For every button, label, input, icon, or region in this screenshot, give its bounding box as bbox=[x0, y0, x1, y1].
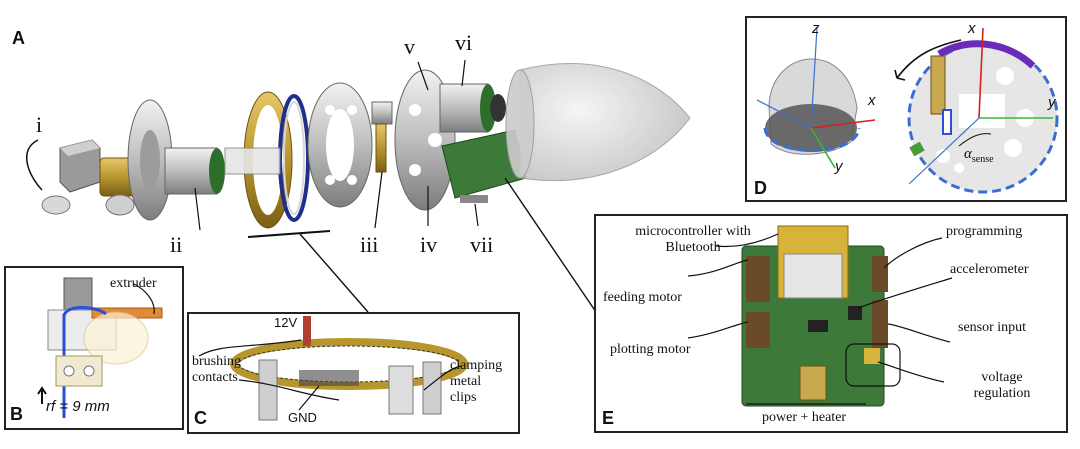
panel-c-clamping-label: clamping metal clips bbox=[450, 358, 503, 405]
panel-d-z-label: z bbox=[812, 20, 820, 37]
part-ii-assembly bbox=[99, 99, 225, 221]
panel-e-letter: E bbox=[602, 408, 615, 428]
part-label-iv: iv bbox=[420, 232, 438, 257]
panel-e-power-label: power + heater bbox=[762, 410, 847, 425]
part-label-ii: ii bbox=[170, 232, 183, 257]
panel-e-sensor-label: sensor input bbox=[958, 320, 1027, 335]
panel-c bbox=[187, 312, 520, 434]
panel-a-letter: A bbox=[12, 28, 25, 48]
panel-d-letter: D bbox=[754, 178, 767, 198]
part-label-i: i bbox=[36, 112, 43, 137]
panel-b-radius-text: rf = 9 mm bbox=[46, 398, 110, 415]
panel-d bbox=[745, 16, 1067, 202]
panel-e bbox=[594, 214, 1068, 433]
panel-c-gnd-label: GND bbox=[288, 410, 317, 425]
panel-c-brushing-label: brushing contacts bbox=[192, 354, 241, 385]
panel-d-x1-label: x bbox=[868, 92, 876, 109]
panel-d-x2-label: x bbox=[968, 20, 976, 37]
panel-d-y2-label: y bbox=[1048, 94, 1056, 111]
panel-e-programming-label: programming bbox=[946, 224, 1023, 239]
part-label-vii: vii bbox=[470, 232, 494, 257]
panel-e-feeding-label: feeding motor bbox=[603, 290, 682, 305]
panel-e-accelerometer-label: accelerometer bbox=[950, 262, 1029, 277]
gear-rings bbox=[224, 82, 373, 229]
panel-b bbox=[4, 266, 184, 430]
part-label-iii: iii bbox=[360, 232, 379, 257]
nose-cone-shell bbox=[505, 63, 691, 182]
panel-e-plotting-label: plotting motor bbox=[610, 342, 691, 357]
part-label-vi: vi bbox=[455, 30, 473, 55]
leader-line-i bbox=[26, 139, 43, 191]
panel-d-y1-label: y bbox=[835, 158, 843, 175]
panel-c-12v-label: 12V bbox=[274, 315, 298, 330]
panel-b-letter: B bbox=[10, 404, 23, 424]
panel-e-micro-label: microcontroller with Bluetooth bbox=[635, 224, 751, 255]
panel-c-ring-drawing bbox=[198, 316, 468, 421]
panel-d-alpha-label: αsense bbox=[964, 146, 994, 168]
part-v-vi-assembly bbox=[394, 69, 506, 211]
panel-d-alpha-subscript: sense bbox=[971, 154, 994, 165]
panel-e-board-photo bbox=[687, 225, 953, 407]
part-label-v: v bbox=[404, 34, 415, 59]
panel-b-extruder-drawing bbox=[37, 277, 163, 418]
panel-e-voltage-label: voltage regulation bbox=[973, 370, 1031, 401]
part-iii-pin bbox=[371, 101, 393, 173]
part-i-block bbox=[41, 139, 101, 215]
panel-b-extruder-label: extruder bbox=[110, 276, 157, 291]
panel-d-alpha-symbol: α bbox=[964, 146, 972, 162]
panel-c-letter: C bbox=[194, 408, 207, 428]
panel-b-radius-label: rf = 9 mm bbox=[46, 398, 110, 415]
panel-d-axes-drawing bbox=[756, 27, 1059, 194]
